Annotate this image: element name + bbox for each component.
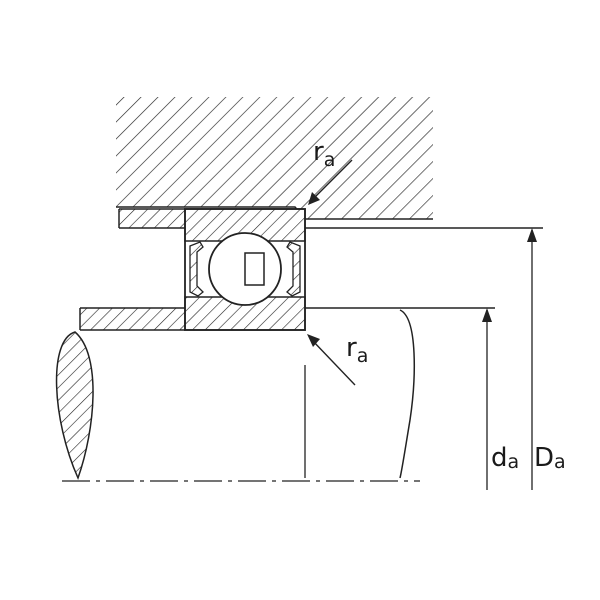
shaft-contour (399, 309, 416, 479)
housing-fillet-arrow (308, 159, 353, 205)
shaft-fillet-label: ra (346, 333, 368, 367)
shaft-shoulder (79, 307, 495, 331)
shaft-diameter-dimension (482, 308, 492, 490)
housing-diameter-dimension (527, 228, 537, 490)
housing-shoulder (118, 208, 543, 229)
right-seal (286, 241, 301, 297)
housing (116, 97, 433, 220)
shaft-diameter-label: da (491, 443, 519, 473)
ball-cage (244, 252, 265, 286)
housing-diameter-label: Da (534, 443, 566, 473)
shaft-fillet-arrow (307, 334, 356, 386)
housing-fillet-label: ra (313, 137, 335, 171)
left-seal (189, 241, 204, 297)
shaft-section (55, 331, 94, 481)
bearing (184, 208, 306, 331)
